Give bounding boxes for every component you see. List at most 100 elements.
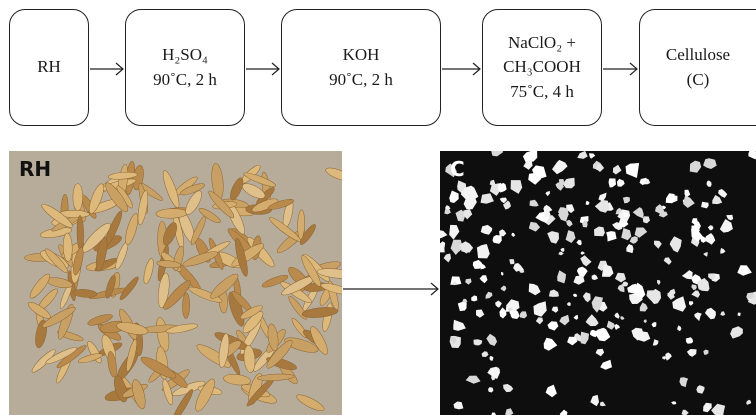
cellulose-flake — [612, 164, 622, 175]
rice-husk-grain — [266, 339, 293, 369]
cellulose-flake — [557, 270, 566, 284]
cellulose-flake — [657, 279, 661, 286]
cellulose-flake — [746, 399, 752, 405]
cellulose-flake — [529, 199, 539, 207]
rice-husk-grain — [242, 183, 266, 199]
cellulose-flake — [545, 190, 550, 197]
cellulose-flake — [445, 163, 457, 178]
cellulose-flake — [471, 295, 478, 302]
cellulose-flake — [580, 251, 585, 255]
cellulose-flake — [449, 190, 459, 203]
cellulose-flake — [622, 281, 629, 287]
cellulose-flake — [595, 163, 605, 172]
cellulose-flake — [457, 301, 467, 312]
cellulose-flake — [591, 296, 603, 313]
rice-husk-grain — [195, 378, 215, 412]
rice-husk-grain — [243, 172, 276, 187]
rice-husk-grain — [105, 182, 129, 213]
cellulose-flake — [658, 211, 668, 218]
cellulose-flake — [703, 349, 709, 355]
rice-husk-grain — [243, 345, 256, 373]
cellulose-flake — [746, 292, 754, 300]
cellulose-flake — [491, 412, 497, 415]
cellulose-flake — [651, 322, 657, 328]
rice-husk-grain — [325, 167, 342, 182]
rice-husk-grain — [180, 183, 205, 196]
cellulose-flake — [535, 317, 544, 325]
rice-husk-grain — [88, 183, 104, 214]
rice-husk-grain — [316, 268, 342, 279]
cellulose-flake — [462, 298, 468, 303]
cellulose-flake — [665, 193, 676, 204]
cellulose-flake — [585, 200, 590, 205]
step-condition: 90˚C, 2 h — [329, 69, 393, 89]
cellulose-flake — [552, 159, 568, 175]
cellulose-flake — [671, 401, 677, 405]
rice-husk-grain — [157, 272, 170, 309]
cellulose-flake — [594, 226, 605, 237]
cellulose-flake — [505, 299, 520, 312]
cellulose-flake — [503, 200, 511, 210]
cellulose-flake — [696, 385, 705, 394]
step-condition: 75˚C, 4 h — [510, 81, 574, 101]
cellulose-flake — [489, 182, 501, 196]
cellulose-flake — [621, 228, 632, 241]
cellulose-flake — [440, 230, 448, 239]
cellulose-flake — [443, 253, 451, 263]
cellulose-flake — [625, 163, 640, 178]
cellulose-flake — [689, 160, 702, 173]
cellulose-flake — [737, 312, 741, 317]
cellulose-flake — [614, 312, 620, 319]
cellulose-flake — [455, 209, 465, 222]
cellulose-flake — [689, 301, 694, 306]
cellulose-flake — [499, 229, 507, 237]
cellulose-flake — [665, 352, 672, 361]
cellulose-flake — [703, 402, 712, 413]
arrow-right-icon — [90, 62, 124, 76]
cellulose-flake — [600, 359, 612, 370]
cellulose-flake — [560, 248, 565, 252]
cellulose-flake — [465, 375, 481, 384]
cellulose-flake — [654, 240, 662, 249]
step-label: RH — [37, 57, 61, 77]
cellulose-flake — [681, 409, 689, 415]
cellulose-flake — [499, 307, 507, 319]
cellulose-flake — [620, 316, 625, 320]
cellulose-flake — [558, 179, 565, 187]
cellulose-flake — [501, 271, 504, 276]
cellulose-flake — [623, 212, 629, 218]
cellulose-flake — [562, 177, 575, 189]
rice-husk-grain — [72, 183, 83, 211]
cellulose-flake — [450, 239, 463, 255]
cellulose-flake — [473, 339, 483, 346]
rice-husk-grain — [182, 251, 219, 267]
arrow-right-icon — [246, 62, 280, 76]
photo-label: RH — [19, 157, 52, 181]
rice-husk-grain — [115, 241, 129, 270]
cellulose-flake — [476, 244, 490, 259]
cellulose-flake — [667, 292, 675, 300]
cellulose-flake — [669, 236, 682, 253]
cellulose-flake — [503, 384, 514, 393]
cellulose-flake — [528, 283, 541, 296]
cellulose-flake — [489, 355, 494, 361]
rice-husk-grain — [235, 237, 248, 277]
cellulose-flake — [704, 233, 716, 245]
cellulose-flake — [703, 158, 717, 169]
rice-husk-grain — [267, 199, 294, 210]
cellulose-flake — [672, 296, 687, 312]
cellulose-flake — [485, 291, 493, 299]
cellulose-flake — [701, 201, 709, 209]
rice-husk-grain — [29, 273, 51, 299]
cellulose-flake — [606, 231, 617, 242]
cellulose-flake — [639, 302, 648, 312]
cellulose-flake — [491, 151, 504, 157]
cellulose-flake — [618, 218, 629, 228]
rice-husk-grain — [301, 307, 339, 318]
cellulose-flake — [499, 197, 507, 204]
cellulose-flake — [479, 275, 488, 284]
cellulose-flake — [712, 195, 723, 205]
cellulose-flake — [522, 151, 538, 163]
cellulose-flake — [465, 278, 472, 285]
cellulose-flake — [599, 401, 606, 407]
